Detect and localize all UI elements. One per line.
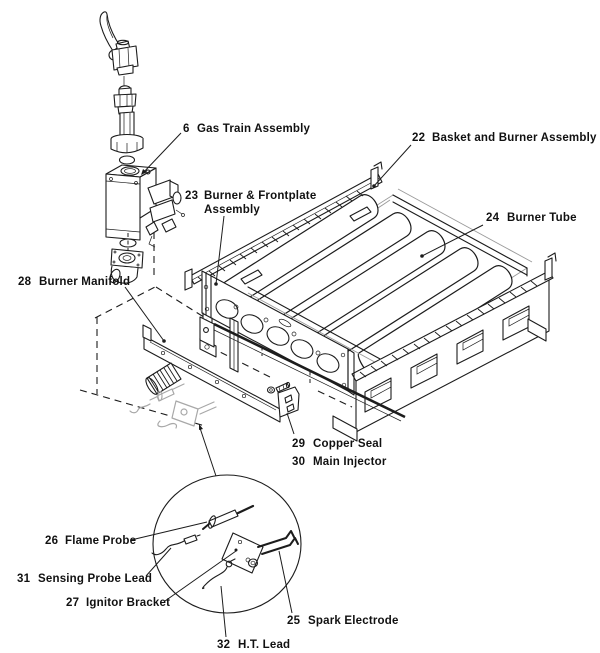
pipe-nipple: [119, 111, 135, 138]
basket-side-panel: [332, 278, 550, 442]
sensing-probe-lead-drawing: [151, 534, 201, 556]
gas-train-assembly-drawing: [99, 11, 185, 284]
leader-lines: [124, 132, 484, 638]
faded-ignition-parts: [129, 383, 217, 429]
burner-manifold-drawing: [142, 316, 300, 423]
copper-seal-washer: [266, 386, 276, 394]
basket-foot: [527, 318, 547, 342]
basket-and-burner-assembly-drawing: [184, 161, 557, 442]
flange-elbow: [109, 248, 144, 284]
spark-electrode-drawing: [257, 530, 299, 555]
washer: [118, 155, 136, 165]
hex-flange: [110, 133, 144, 154]
basket-foot: [332, 415, 358, 442]
copper-seal-main-injector: [266, 381, 300, 418]
detail-circle: [151, 424, 302, 614]
union-fitting: [113, 85, 137, 115]
flame-probe-drawing: [202, 504, 255, 530]
basket-front-rail: [351, 252, 557, 382]
basket-top-rail: [184, 161, 383, 291]
solenoid-valve: [105, 164, 185, 248]
o-ring: [119, 238, 137, 248]
ignitor-bracket-drawing: [221, 532, 264, 574]
ht-lead-drawing: [202, 558, 236, 590]
manifold-inlet: [145, 362, 182, 395]
